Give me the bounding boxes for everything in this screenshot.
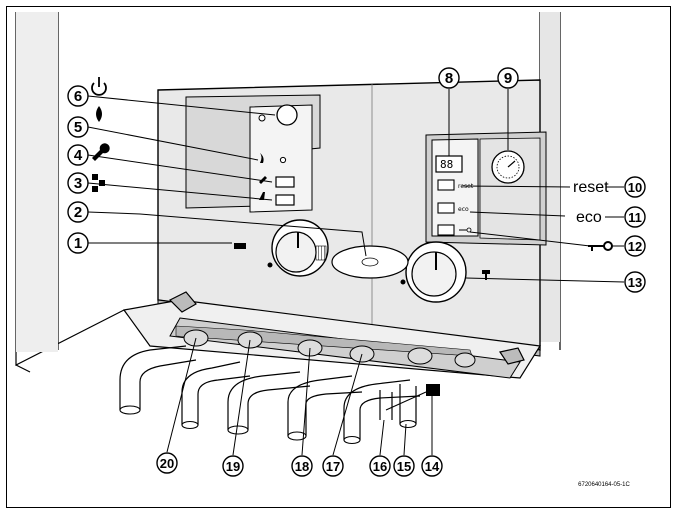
wrench-icon (92, 143, 110, 161)
callout-1: 1 (74, 235, 82, 252)
callout-18: 18 (295, 459, 309, 474)
callout-4: 4 (74, 147, 83, 164)
reset-button[interactable] (437, 179, 455, 191)
callout-9: 9 (504, 70, 512, 87)
callout-10: 10 (628, 180, 642, 195)
callout-6: 6 (74, 88, 82, 105)
eco-button-label: eco (458, 206, 469, 213)
hot-water-temperature-dial[interactable] (400, 241, 467, 303)
side-label-eco: eco (576, 209, 602, 226)
callout-13: 13 (628, 275, 642, 290)
status-lens (331, 245, 409, 279)
service-button[interactable] (275, 176, 295, 188)
tap-icon (482, 270, 490, 280)
pipes (119, 345, 421, 440)
callout-markers (67, 67, 646, 477)
callout-8: 8 (445, 70, 453, 87)
display-text: 88 (440, 158, 453, 171)
boiler-casing (15, 12, 561, 373)
panel-small-icons (259, 153, 267, 200)
heating-temperature-dial[interactable] (267, 219, 329, 277)
left-controls (258, 104, 298, 206)
callout-14: 14 (425, 459, 440, 474)
valves (183, 329, 476, 368)
callout-3: 3 (74, 175, 82, 192)
chimney-sweep-icon (92, 174, 105, 192)
radiator-icon (234, 243, 246, 249)
figure-reference: 6720640164-05-1C (578, 482, 630, 488)
eco-button[interactable] (437, 202, 455, 214)
key-small-icon (459, 227, 472, 233)
right-controls (435, 150, 525, 236)
pipe-ends (119, 405, 417, 445)
chimney-sweep-icon (259, 192, 265, 200)
flame-icon (260, 153, 264, 163)
callout-11: 11 (628, 210, 642, 225)
key-icon (588, 241, 613, 251)
main-switch[interactable] (276, 104, 298, 126)
legend-icons (91, 77, 110, 192)
drain-valve (385, 384, 440, 411)
side-label-reset: reset (573, 179, 609, 196)
callout-12: 12 (628, 239, 642, 254)
callout-19: 19 (226, 459, 240, 474)
chimney-sweep-button[interactable] (275, 194, 295, 206)
callout-15: 15 (397, 459, 411, 474)
callout-17: 17 (326, 459, 340, 474)
callout-2: 2 (74, 204, 82, 221)
leader-lines (87, 89, 625, 456)
callout-20: 20 (160, 456, 174, 471)
power-icon (91, 77, 107, 96)
key-lock-button[interactable] (437, 224, 455, 236)
flame-icon (96, 106, 102, 122)
callout-16: 16 (373, 459, 387, 474)
wrench-icon (259, 176, 267, 184)
callout-numbers: 1 2 3 4 5 6 8 9 10 11 12 13 14 15 16 17 … (74, 70, 642, 474)
callout-5: 5 (74, 119, 82, 136)
